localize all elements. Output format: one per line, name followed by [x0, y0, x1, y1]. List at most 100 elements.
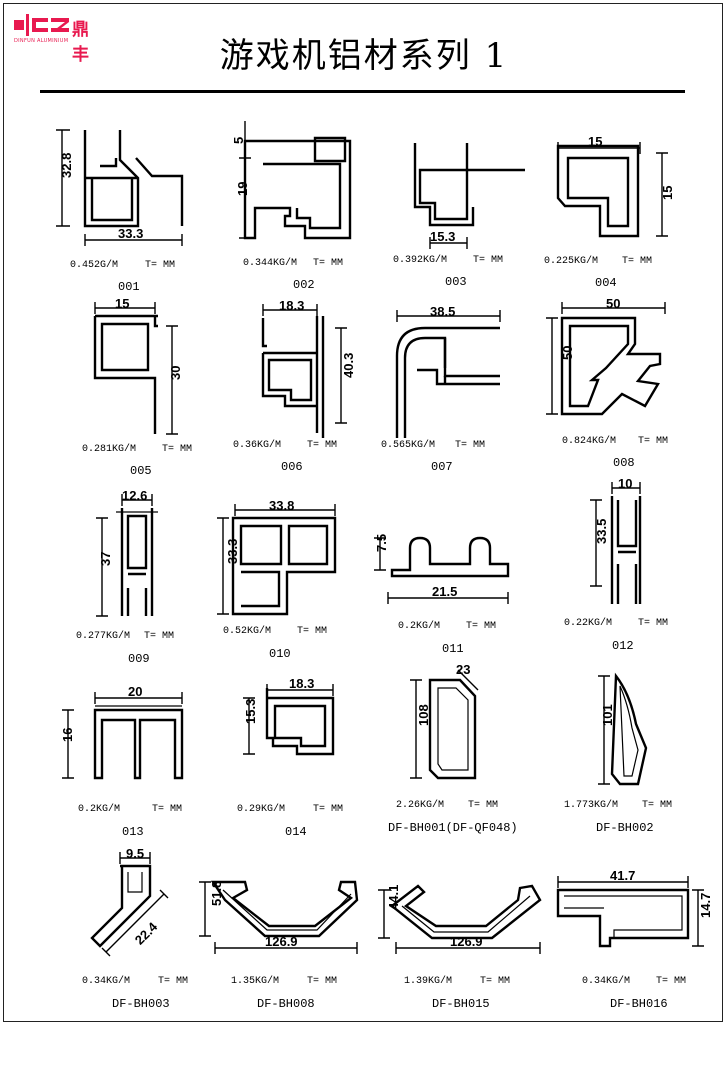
- profile-008: 50 50 0.824KG/M T= MM 008: [540, 296, 710, 496]
- dim-bh001-a: 23: [456, 662, 470, 677]
- profile-011-drawing: 21.5 7.5: [374, 534, 510, 604]
- profile-bh015: 126.9 44.1 1.39KG/M T= MM DF-BH015: [370, 876, 542, 1076]
- dim-004-w: 15: [588, 134, 602, 149]
- dim-bh008-w: 126.9: [265, 934, 298, 949]
- profile-009-drawing: 12.6 37: [96, 488, 158, 617]
- t-bh008: T= MM: [307, 976, 338, 987]
- dim-011-h: 7.5: [374, 534, 389, 552]
- t-004: T= MM: [622, 256, 653, 267]
- weight-014: 0.29KG/M: [237, 804, 286, 815]
- profile-013: 20 16 0.2KG/M T= MM 013: [40, 676, 210, 876]
- profile-005-drawing: 15 30: [93, 296, 183, 435]
- t-003: T= MM: [473, 255, 504, 266]
- dim-003-w: 15.3: [430, 229, 455, 244]
- page-title: 游戏机铝材系列 1: [219, 36, 509, 76]
- t-014: T= MM: [313, 804, 344, 815]
- code-013: 013: [122, 825, 144, 839]
- weight-bh015: 1.39KG/M: [404, 976, 453, 987]
- code-bh016: DF-BH016: [610, 997, 668, 1011]
- dim-bh003-d: 22.4: [132, 919, 161, 948]
- code-008: 008: [613, 456, 635, 470]
- logo-brand-en: DINFUN ALUMINIUM: [14, 38, 69, 44]
- code-bh015: DF-BH015: [432, 997, 490, 1011]
- code-001: 001: [118, 280, 140, 294]
- t-002: T= MM: [313, 258, 344, 269]
- dim-005-h: 30: [168, 366, 183, 380]
- profile-bh001-drawing: 23 108: [410, 662, 479, 780]
- t-bh001: T= MM: [468, 800, 499, 811]
- weight-bh003: 0.34KG/M: [82, 976, 131, 987]
- profile-bh002: 101 1.773KG/M T= MM DF-BH002: [548, 664, 718, 864]
- profile-007-drawing: 38.5: [395, 304, 501, 438]
- weight-009: 0.277KG/M: [76, 631, 131, 642]
- dim-006-h: 40.3: [341, 353, 356, 378]
- code-002: 002: [293, 278, 315, 292]
- dim-013-w: 20: [128, 684, 142, 699]
- dim-012-h: 33.5: [594, 519, 609, 544]
- t-010: T= MM: [297, 626, 328, 637]
- code-003: 003: [445, 275, 467, 289]
- profile-013-drawing: 20 16: [60, 684, 184, 780]
- profile-bh008-drawing: 126.9 51.8: [199, 881, 359, 954]
- profile-003-drawing: 15.3: [413, 143, 525, 249]
- code-bh001: DF-BH001(DF-QF048): [388, 821, 518, 835]
- dim-bh015-w: 126.9: [450, 934, 483, 949]
- weight-006: 0.36KG/M: [233, 440, 282, 451]
- code-012: 012: [612, 639, 634, 653]
- code-bh008: DF-BH008: [257, 997, 315, 1011]
- profile-006-drawing: 18.3 40.3: [261, 298, 356, 438]
- code-005: 005: [130, 464, 152, 478]
- weight-008: 0.824KG/M: [562, 436, 617, 447]
- profile-010: 33.8 33.3 0.52KG/M T= MM 010: [205, 494, 375, 694]
- dim-bh016-h: 14.7: [698, 893, 713, 918]
- profile-bh003-drawing: 9.5 22.4: [90, 846, 169, 957]
- profile-001-drawing: 32.8 33.3: [56, 129, 184, 246]
- code-007: 007: [431, 460, 453, 474]
- profile-002-drawing: 5 19: [231, 121, 352, 240]
- profile-014-drawing: 18.3 15.3: [243, 676, 335, 756]
- profile-008-drawing: 50 50: [546, 296, 666, 416]
- dim-010-w: 33.8: [269, 498, 294, 513]
- profile-012-drawing: 10 33.5: [590, 476, 642, 604]
- title-rule: [40, 90, 685, 93]
- profile-009: 12.6 37 0.277KG/M T= MM 009: [40, 488, 210, 688]
- weight-bh001: 2.26KG/M: [396, 800, 445, 811]
- dim-002-a: 5: [231, 137, 246, 144]
- profile-004: 15 15 0.225KG/M T= MM 004: [540, 118, 710, 318]
- weight-bh002: 1.773KG/M: [564, 800, 619, 811]
- t-006: T= MM: [307, 440, 338, 451]
- profile-007: 38.5 0.565KG/M T= MM 007: [375, 298, 545, 498]
- t-008: T= MM: [638, 436, 669, 447]
- dim-008-w: 50: [606, 296, 620, 311]
- dim-011-w: 21.5: [432, 584, 457, 599]
- weight-bh008: 1.35KG/M: [231, 976, 280, 987]
- code-014: 014: [285, 825, 307, 839]
- t-bh002: T= MM: [642, 800, 673, 811]
- t-005: T= MM: [162, 444, 193, 455]
- dim-001-w: 33.3: [118, 226, 143, 241]
- profile-012: 10 33.5 0.22KG/M T= MM 012: [540, 476, 710, 676]
- t-001: T= MM: [145, 260, 176, 271]
- code-009: 009: [128, 652, 150, 666]
- dim-001-h: 32.8: [59, 153, 74, 178]
- dim-bh008-h: 51.8: [209, 881, 224, 906]
- weight-004: 0.225KG/M: [544, 256, 599, 267]
- dim-bh003-w: 9.5: [126, 846, 144, 861]
- dim-009-w: 12.6: [122, 488, 147, 503]
- t-bh016: T= MM: [656, 976, 687, 987]
- profile-011: 21.5 7.5 0.2KG/M T= MM 011: [370, 520, 540, 720]
- dim-010-h: 33.3: [225, 539, 240, 564]
- weight-012: 0.22KG/M: [564, 618, 613, 629]
- dim-014-h: 15.3: [243, 699, 258, 724]
- dim-008-h: 50: [560, 346, 575, 360]
- dim-bh016-w: 41.7: [610, 868, 635, 883]
- weight-003: 0.392KG/M: [393, 255, 448, 266]
- dim-bh015-h: 44.1: [386, 885, 401, 910]
- dim-bh002-h: 101: [600, 704, 615, 726]
- t-009: T= MM: [144, 631, 175, 642]
- profile-bh008: 126.9 51.8 1.35KG/M T= MM DF-BH008: [195, 868, 365, 1068]
- profile-001: 32.8 33.3 0.452G/M T= MM 001: [40, 118, 210, 318]
- t-bh003: T= MM: [158, 976, 189, 987]
- dim-004-h: 15: [660, 186, 675, 200]
- profile-bh015-drawing: 126.9 44.1: [378, 884, 542, 954]
